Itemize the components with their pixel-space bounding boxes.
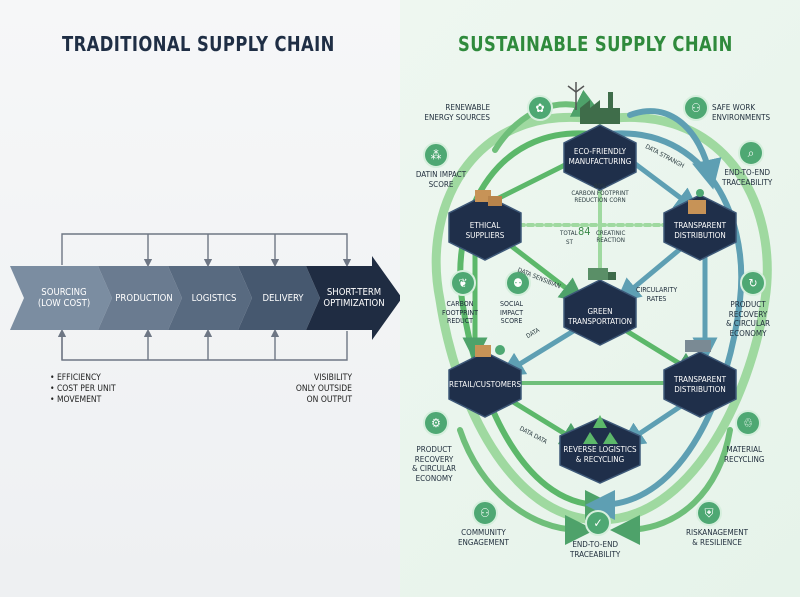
node-distribution-top-label: TRANSPARENT DISTRIBUTION	[673, 221, 727, 240]
step-production: PRODUCTION	[115, 292, 173, 304]
label-carbon-footprint: CARBON FOOTPRINT REDUCT	[442, 300, 478, 325]
label-material-recycling: MATERIAL RECYCLING	[724, 445, 765, 464]
footprint-icon: ❦	[450, 270, 476, 296]
bullet-efficiency: • EFFICIENCY	[50, 373, 101, 383]
feedback-arrows	[10, 233, 400, 361]
top-arc-right	[627, 108, 722, 190]
chevron-logistics	[168, 266, 252, 330]
label-total-sub: ST	[566, 239, 573, 246]
hex-transport	[563, 279, 637, 346]
check-icon: ✓	[585, 510, 611, 536]
hex-reverse	[559, 417, 641, 484]
supplier-boxes-icon	[475, 190, 502, 206]
label-product-recovery-right: PRODUCT RECOVERY & CIRCULAR ECONOMY	[726, 300, 771, 338]
label-circularity: CIRCULARITY RATES	[636, 286, 678, 303]
hex-distribution-top	[663, 194, 737, 261]
recycle-icon	[583, 415, 618, 444]
hex-distribution-bottom	[663, 351, 737, 418]
node-transport-label: GREEN TRANSPORTATION	[567, 307, 632, 326]
network-icon: ⁂	[423, 142, 449, 168]
link-supplier-transport	[507, 242, 585, 303]
link-transport-retail	[499, 327, 578, 377]
node-suppliers-label: ETHICAL SUPPLIERS	[465, 221, 505, 240]
label-social-impact: SOCIAL IMPACT SCORE	[500, 300, 524, 325]
bottom-arc-right	[610, 427, 733, 545]
bullet-cost: • COST PER UNIT	[50, 384, 116, 394]
hex-suppliers	[448, 194, 522, 261]
factory-icon	[580, 92, 620, 124]
label-total-value: 84	[578, 225, 591, 238]
label-risk: RISKANAGEMENT & RESILIENCE	[686, 528, 749, 547]
step-optimization: SHORT-TERM OPTIMIZATION	[323, 287, 385, 309]
search-icon: ⌕	[738, 140, 764, 166]
traditional-title: TRADITIONAL SUPPLY CHAIN	[62, 32, 335, 56]
node-distribution-bottom-label: TRANSPARENT DISTRIBUTION	[673, 375, 727, 394]
label-traceability-bottom: END-TO-END TRACEABILITY	[570, 540, 621, 559]
visibility-note: VISIBILITY ONLY OUTSIDE ON OUTPUT	[295, 373, 352, 405]
label-safe-work: SAFE WORK ENVIRONMENTS	[712, 103, 771, 122]
bottom-loop-line	[61, 331, 348, 361]
recovery-icon: ⚙	[423, 410, 449, 436]
circular-flow-diagram	[431, 82, 772, 545]
chevron-optimization	[306, 256, 400, 340]
node-retail-label: RETAIL/CUSTOMERS	[448, 380, 522, 389]
sustainable-title: SUSTAINABLE SUPPLY CHAIN	[458, 32, 733, 56]
outer-loop-left-inner	[457, 130, 615, 520]
label-traceability-top: END-TO-END TRACEABILITY	[722, 168, 773, 187]
distribution-box-icon	[688, 189, 706, 214]
bullet-movement: • MOVEMENT	[50, 395, 102, 405]
bottom-arc-left	[457, 427, 595, 545]
shield-icon: ⛨	[696, 500, 722, 526]
retail-box-icon	[475, 345, 505, 357]
hex-retail	[448, 351, 522, 418]
leaf-icon: ✿	[527, 95, 553, 121]
top-loop-line	[61, 233, 352, 268]
label-product-recovery-left: PRODUCT RECOVERY & CIRCULAR ECONOMY	[412, 445, 457, 483]
node-reverse-label: REVERSE LOGISTICS & RECYCLING	[563, 445, 637, 464]
recycle-cycle-icon: ↻	[740, 270, 766, 296]
step-sourcing: SOURCING (LOW COST)	[37, 287, 91, 309]
link-distribution-transport	[615, 242, 688, 304]
group-icon: ⚉	[505, 270, 531, 296]
truck-icon	[588, 268, 616, 280]
chevron-production	[98, 266, 182, 330]
label-carbon-center: 80% CARBON FOOTPRINT REDUCTION CORN	[571, 183, 629, 205]
shelf-icon	[685, 340, 711, 352]
label-creatinic: CREATINIC REACTION	[596, 230, 626, 245]
chevron-sourcing	[10, 266, 112, 330]
label-community: COMMUNITY ENGAGEMENT	[458, 528, 509, 547]
label-renewable: RENEWABLE ENERGY SOURCES	[424, 103, 490, 122]
link-manufacturing-distribution	[627, 157, 700, 213]
label-total: TOTAL	[560, 230, 578, 237]
step-logistics: LOGISTICS	[191, 292, 237, 304]
people-icon: ⚇	[683, 95, 709, 121]
wind-turbine-icon	[567, 82, 585, 110]
hex-manufacturing	[563, 124, 637, 191]
outer-loop-right-inner	[585, 130, 745, 520]
material-icon: ♲	[735, 410, 761, 436]
label-datin: DATIN IMPACT SCORE	[415, 170, 467, 189]
node-manufacturing-label: ECO-FRIENDLY MANUFACTURING	[568, 147, 632, 166]
step-delivery: DELIVERY	[262, 292, 304, 304]
chevron-delivery	[238, 266, 320, 330]
community-icon: ⚇	[472, 500, 498, 526]
